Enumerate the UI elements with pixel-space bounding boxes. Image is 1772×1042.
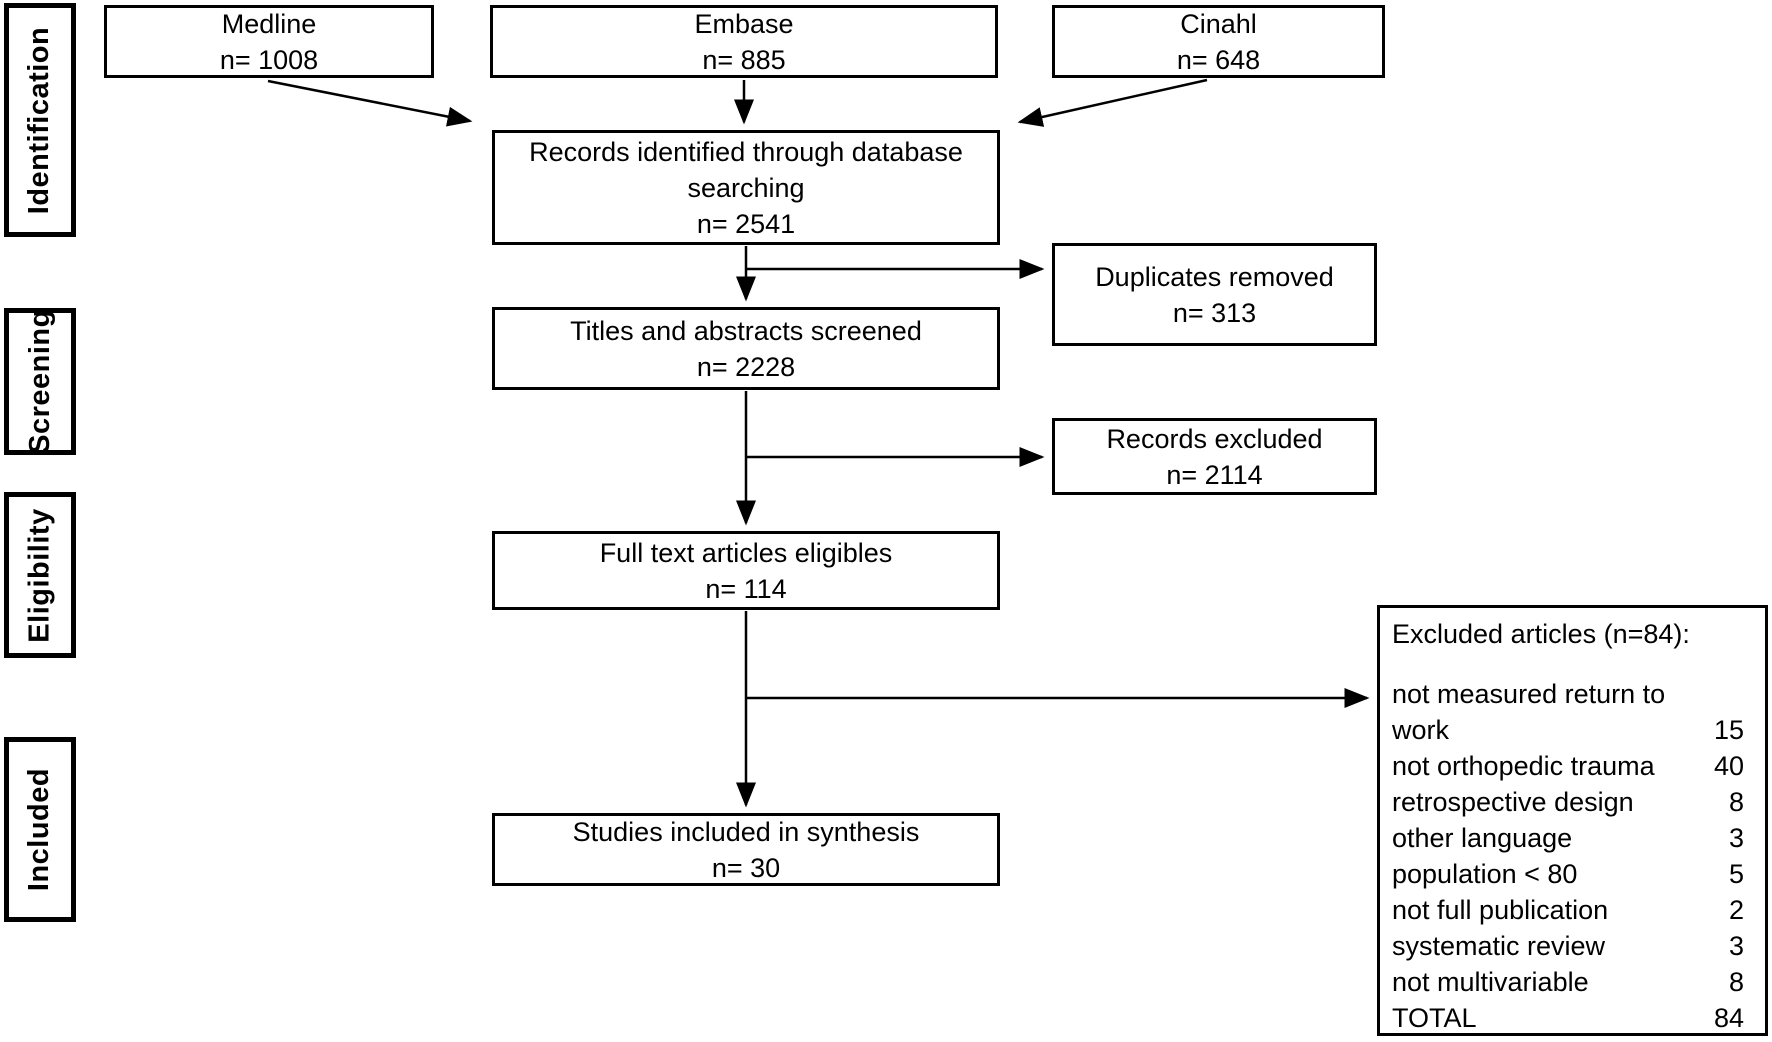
stage-label-included: Included xyxy=(4,737,76,922)
box-count: n= 2541 xyxy=(696,208,796,239)
excluded-row: population < 80 5 xyxy=(1392,856,1747,892)
stage-label-identification: Identification xyxy=(4,3,76,237)
box-label: Embase xyxy=(694,8,794,39)
flow-box-studies-included: Studies included in synthesis n= 30 xyxy=(492,813,1000,886)
stage-label-screening: Screening xyxy=(4,308,76,455)
flow-box-full-text: Full text articles eligibles n= 114 xyxy=(492,531,1000,610)
flow-box-medline: Medline n= 1008 xyxy=(104,5,434,78)
box-count: n= 2228 xyxy=(696,351,796,382)
stage-label-eligibility: Eligibility xyxy=(4,492,76,658)
stage-label-identification-text: Identification xyxy=(23,26,56,214)
excluded-row: TOTAL 84 xyxy=(1392,1000,1747,1036)
excluded-row-value: 84 xyxy=(1713,1003,1744,1033)
excluded-row-value: 8 xyxy=(1728,967,1744,997)
excluded-row-value: 3 xyxy=(1728,823,1744,853)
box-label: Full text articles eligibles xyxy=(599,537,893,568)
flow-box-titles-screened: Titles and abstracts screened n= 2228 xyxy=(492,307,1000,390)
excluded-row: not full publication 2 xyxy=(1392,892,1747,928)
box-count: n= 885 xyxy=(702,44,786,75)
box-label: Titles and abstracts screened xyxy=(570,315,922,346)
excluded-articles-title: Excluded articles (n=84): xyxy=(1392,619,1690,649)
flow-box-records-identified: Records identified through database sear… xyxy=(492,130,1000,245)
excluded-row: not measured return to work 15 xyxy=(1392,676,1747,748)
excluded-row-label: retrospective design xyxy=(1392,787,1634,817)
box-count: n= 30 xyxy=(711,852,781,883)
box-count: n= 2114 xyxy=(1166,459,1263,490)
box-label: Duplicates removed xyxy=(1095,261,1334,292)
excluded-row: not orthopedic trauma 40 xyxy=(1392,748,1747,784)
box-count: n= 1008 xyxy=(219,44,319,75)
excluded-row-value: 40 xyxy=(1713,751,1744,781)
excluded-articles-box: Excluded articles (n=84): not measured r… xyxy=(1377,605,1768,1036)
box-count: n= 313 xyxy=(1172,297,1257,328)
stage-label-included-text: Included xyxy=(23,767,56,892)
excluded-row-label: not full publication xyxy=(1392,895,1609,925)
excluded-row-value: 8 xyxy=(1728,787,1744,817)
excluded-row: not multivariable 8 xyxy=(1392,964,1747,1000)
flow-box-duplicates-removed: Duplicates removed n= 313 xyxy=(1052,243,1377,346)
excluded-row-label: population < 80 xyxy=(1392,859,1578,889)
box-label: Records identified through database sear… xyxy=(529,136,963,203)
box-label: Records excluded xyxy=(1106,423,1323,454)
flow-box-cinahl: Cinahl n= 648 xyxy=(1052,5,1385,78)
excluded-row-label: TOTAL xyxy=(1392,1003,1477,1033)
excluded-row-label: not measured return to work xyxy=(1392,679,1666,745)
flow-box-embase: Embase n= 885 xyxy=(490,5,998,78)
box-label: Medline xyxy=(221,8,317,39)
excluded-row-value: 2 xyxy=(1728,895,1744,925)
box-label: Cinahl xyxy=(1180,8,1257,39)
flow-box-records-excluded: Records excluded n= 2114 xyxy=(1052,418,1377,495)
excluded-row-value: 3 xyxy=(1728,931,1744,961)
excluded-row-value: 5 xyxy=(1728,859,1744,889)
excluded-row-label: not orthopedic trauma xyxy=(1392,751,1655,781)
excluded-row-label: other language xyxy=(1392,823,1573,853)
stage-label-eligibility-text: Eligibility xyxy=(23,507,56,643)
excluded-row-label: not multivariable xyxy=(1392,967,1589,997)
arrow-medline-to-records xyxy=(267,79,473,127)
arrow-cinahl-to-records xyxy=(1017,78,1208,127)
box-count: n= 114 xyxy=(705,573,787,604)
excluded-row-value: 15 xyxy=(1713,715,1744,745)
excluded-row: systematic review 3 xyxy=(1392,928,1747,964)
excluded-row: retrospective design 8 xyxy=(1392,784,1747,820)
box-count: n= 648 xyxy=(1176,44,1261,75)
stage-label-screening-text: Screening xyxy=(23,309,56,454)
excluded-row: other language 3 xyxy=(1392,820,1747,856)
excluded-row-label: systematic review xyxy=(1392,931,1606,961)
box-label: Studies included in synthesis xyxy=(572,816,920,847)
